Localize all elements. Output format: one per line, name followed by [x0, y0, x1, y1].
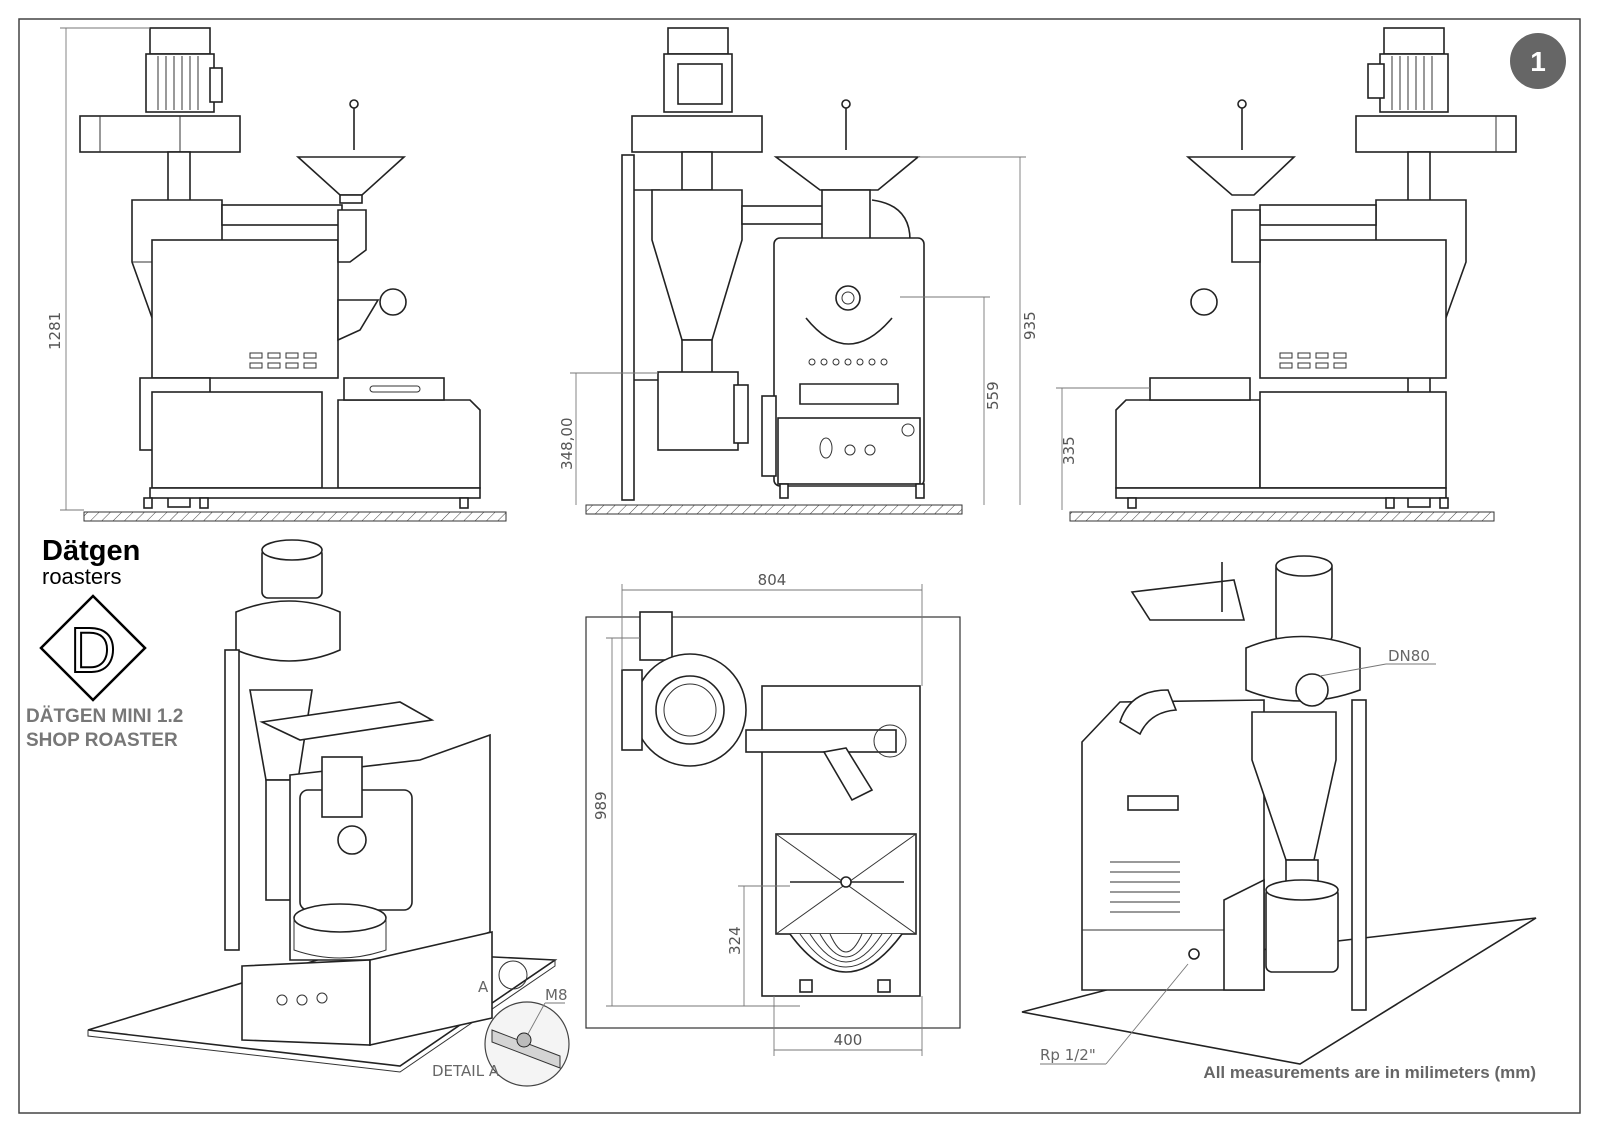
brand-name: Dätgen — [42, 535, 140, 567]
dim-335: 335 — [1060, 436, 1078, 465]
front-view: 935 559 348,00 — [558, 27, 1039, 515]
dim-324: 324 — [726, 926, 744, 955]
sheet-border — [18, 18, 1581, 1114]
dim-400: 400 — [834, 1031, 863, 1049]
dim-559: 559 — [984, 381, 1002, 410]
dim-989: 989 — [592, 791, 610, 820]
page-badge: 1 — [1510, 33, 1566, 89]
svg-text:1: 1 — [1530, 46, 1546, 77]
side-view-left: 1281 — [46, 27, 507, 522]
brand-block: Dätgen roasters D DÄTGEN MINI 1.2 SHOP R… — [26, 535, 183, 751]
svg-text:D: D — [70, 614, 116, 686]
brand-subname: roasters — [42, 564, 121, 589]
label-detail-a: DETAIL A — [432, 1062, 500, 1080]
dim-348: 348,00 — [558, 418, 576, 471]
label-rp: Rp 1/2" — [1040, 1046, 1096, 1064]
marker-a: A — [478, 978, 489, 996]
model-line-2: SHOP ROASTER — [26, 730, 178, 751]
side-view-right: 335 — [1056, 27, 1517, 522]
dim-804: 804 — [758, 571, 787, 589]
model-line-1: DÄTGEN MINI 1.2 — [26, 706, 183, 727]
dim-935: 935 — [1021, 311, 1039, 340]
label-m8: M8 — [545, 986, 568, 1004]
footer-note: All measurements are in milimeters (mm) — [1203, 1063, 1536, 1082]
brand-logo-diamond: D — [39, 594, 147, 702]
top-view: 804 989 324 400 — [585, 571, 961, 1056]
dim-overall-height: 1281 — [46, 312, 64, 350]
label-dn80: DN80 — [1388, 647, 1430, 665]
iso-view-right: DN80 Rp 1/2" — [1021, 555, 1537, 1065]
iso-view-left: A M8 DETAIL A — [87, 539, 570, 1087]
